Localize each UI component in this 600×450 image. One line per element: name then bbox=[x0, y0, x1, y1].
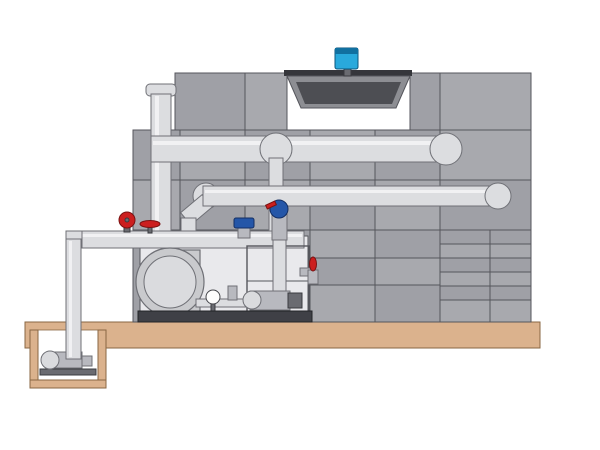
pit-pump-motor bbox=[81, 355, 93, 367]
vessel-head-face bbox=[143, 255, 197, 309]
tower-panel bbox=[374, 257, 441, 286]
top-pipe-end-sphere bbox=[429, 132, 463, 166]
pump-motor bbox=[287, 292, 303, 309]
tower-panel bbox=[439, 72, 532, 131]
red-handwheel-valve bbox=[118, 211, 136, 233]
slab-body bbox=[24, 321, 541, 349]
pit-riser-highlight bbox=[69, 241, 72, 357]
tower-panel bbox=[174, 72, 246, 131]
small-inline-valve bbox=[227, 285, 238, 301]
louver-slat bbox=[439, 299, 532, 323]
louver-slat bbox=[439, 285, 532, 301]
pit-riser-pipe bbox=[65, 238, 82, 360]
top-pipe-highlight bbox=[153, 141, 446, 145]
middle-pipe-body bbox=[202, 185, 500, 207]
bay-valve-body bbox=[307, 269, 319, 285]
tower-panel bbox=[309, 257, 376, 286]
tower-panel bbox=[374, 229, 441, 259]
control-valve-lever bbox=[264, 200, 278, 210]
bay-red-valve bbox=[299, 256, 319, 285]
pump-column-pipe bbox=[272, 235, 287, 293]
separator-vessel bbox=[135, 247, 205, 317]
riser-body bbox=[150, 93, 172, 237]
bay-valve-handwheel bbox=[309, 256, 317, 272]
top-pipe-body bbox=[150, 135, 449, 163]
gauge-dial bbox=[205, 289, 221, 305]
control-valve bbox=[264, 199, 289, 241]
solenoid-coil bbox=[233, 217, 255, 229]
pit-pump-baseplate bbox=[39, 368, 97, 376]
concrete-slab bbox=[24, 321, 541, 349]
tower-panel bbox=[374, 284, 441, 323]
pump-skid bbox=[65, 199, 319, 360]
tower-panel bbox=[309, 284, 376, 323]
basin-interior bbox=[296, 82, 401, 104]
tower-panel bbox=[244, 72, 288, 131]
pit-wall-left bbox=[29, 329, 39, 389]
middle-pipe-end-sphere bbox=[484, 182, 512, 210]
valve-hub bbox=[124, 217, 130, 223]
louver-slat bbox=[439, 271, 532, 287]
louver-slat bbox=[439, 257, 532, 273]
pipework bbox=[145, 83, 512, 237]
butterfly-valve bbox=[139, 220, 161, 234]
top-distribution-pipe bbox=[150, 132, 463, 166]
tower-panel bbox=[409, 72, 441, 131]
tower-panel bbox=[309, 229, 376, 259]
pit-wall-right bbox=[97, 329, 107, 389]
louver-slat bbox=[439, 243, 532, 259]
butterfly-handle bbox=[139, 220, 161, 228]
solenoid-valve bbox=[233, 217, 255, 239]
pump-unit bbox=[242, 290, 303, 311]
pit-pump-casing-face bbox=[40, 350, 60, 370]
pit-floor bbox=[29, 379, 107, 389]
level-sensor bbox=[334, 47, 359, 77]
middle-distribution-pipe bbox=[179, 182, 512, 235]
suction-header-highlight bbox=[68, 234, 302, 237]
middle-pipe-highlight bbox=[205, 190, 497, 193]
riser-highlight bbox=[155, 96, 159, 234]
sensor-cap bbox=[335, 48, 358, 54]
skid-base bbox=[137, 310, 313, 323]
pump-suction-face bbox=[242, 290, 262, 310]
louver-slat bbox=[439, 229, 532, 245]
